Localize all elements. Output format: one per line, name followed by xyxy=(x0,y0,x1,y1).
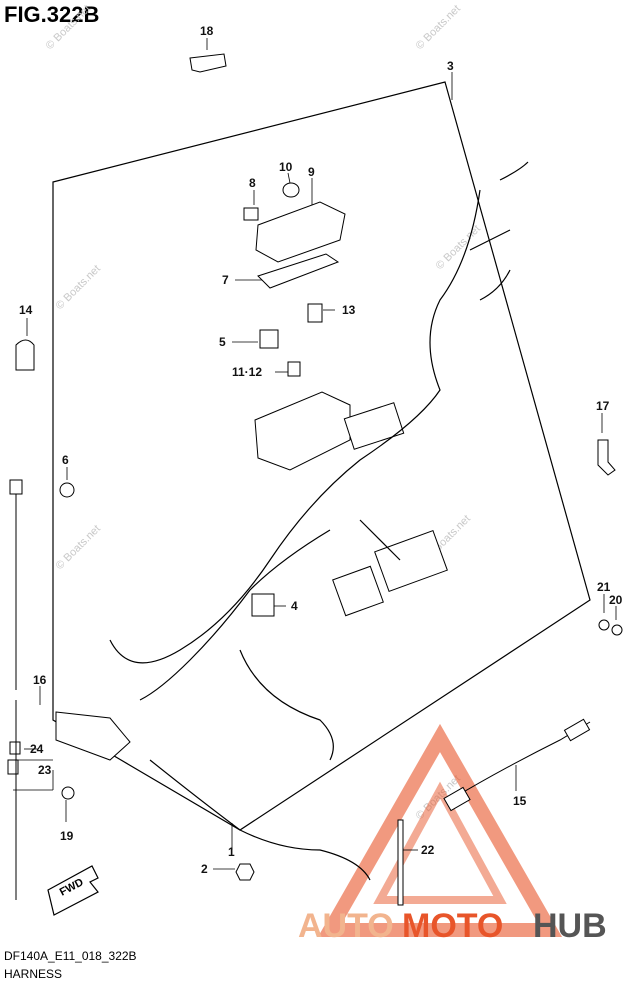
relay-4 xyxy=(251,593,275,617)
washer-21 xyxy=(598,619,610,631)
diagram-code: DF140A_E11_018_322B xyxy=(4,949,137,963)
callout-24: 24 xyxy=(30,742,44,756)
brand-part1: AUTO xyxy=(298,907,394,945)
branch-left xyxy=(139,529,331,701)
ecu-connector-b xyxy=(332,565,384,617)
holder-16 xyxy=(55,711,131,761)
automotohub-logo xyxy=(317,723,563,937)
callout-2: 2 xyxy=(201,862,208,876)
leader-lines xyxy=(13,38,617,870)
parts xyxy=(7,53,623,906)
callout-8: 8 xyxy=(249,176,256,190)
extension-connector-15a xyxy=(443,786,471,812)
fuse-23 xyxy=(7,759,19,775)
watermark-1: © Boats.net xyxy=(44,3,93,52)
cap-14 xyxy=(15,339,35,371)
branch-low xyxy=(149,759,371,881)
callout-21: 21 xyxy=(597,580,611,594)
fuse-box-cover-9 xyxy=(255,201,346,263)
fuse-11-12 xyxy=(287,361,301,377)
callout-23: 23 xyxy=(38,763,52,777)
callout-19: 19 xyxy=(60,829,74,843)
callout-3: 3 xyxy=(447,59,454,73)
grommet-10 xyxy=(282,182,300,198)
automotohub-wordmark: AUTO MOTO HUB xyxy=(298,907,607,945)
nut-20 xyxy=(611,624,623,636)
watermark-5: © Boats.net xyxy=(54,523,103,572)
brand-part2: MOTO xyxy=(402,907,503,945)
bracket-17 xyxy=(597,439,616,476)
callout-11-12: 11·12 xyxy=(232,365,262,379)
callout-5: 5 xyxy=(219,335,226,349)
callout-10: 10 xyxy=(279,160,293,174)
branch-front xyxy=(239,649,334,761)
connector-block-right xyxy=(343,402,405,450)
diagram-name: HARNESS xyxy=(4,967,63,981)
callouts: 18 3 10 9 8 7 13 14 5 11·12 6 17 4 21 20… xyxy=(19,24,623,876)
callout-1: 1 xyxy=(228,845,235,859)
callout-18: 18 xyxy=(200,24,214,38)
fuse-13 xyxy=(307,303,323,323)
watermarks: © Boats.net © Boats.net © Boats.net © Bo… xyxy=(44,3,483,822)
callout-20: 20 xyxy=(609,593,623,607)
brand-part3: HUB xyxy=(533,907,607,945)
clip-8 xyxy=(243,207,259,221)
callout-7: 7 xyxy=(222,273,229,287)
fwd-arrow: FWD xyxy=(47,865,99,916)
sensor-6 xyxy=(59,482,75,498)
screw-19 xyxy=(61,786,75,800)
nut-2 xyxy=(235,863,255,881)
watermark-2: © Boats.net xyxy=(414,3,463,52)
branch-ecu xyxy=(359,519,401,561)
ecu-connector-a xyxy=(374,530,448,592)
watermark-3: © Boats.net xyxy=(54,263,103,312)
callout-6: 6 xyxy=(62,453,69,467)
callout-16: 16 xyxy=(33,673,47,687)
battery-terminal-top xyxy=(9,479,23,495)
callout-17: 17 xyxy=(596,399,610,413)
cable-tie-22 xyxy=(397,819,404,906)
relay-5 xyxy=(259,329,279,349)
junction-block xyxy=(254,391,351,471)
branch-upper xyxy=(469,161,529,301)
main-trunk xyxy=(109,189,481,664)
callout-4: 4 xyxy=(291,599,298,613)
callout-22: 22 xyxy=(421,843,435,857)
clip-18 xyxy=(189,53,227,73)
harness-wires xyxy=(109,161,529,881)
callout-15: 15 xyxy=(513,794,527,808)
fuse-box-base-7 xyxy=(257,253,340,289)
fuse-24 xyxy=(9,741,21,755)
callout-13: 13 xyxy=(342,303,356,317)
callout-14: 14 xyxy=(19,303,33,317)
harness-assembly-outline xyxy=(52,81,591,831)
figure-title: FIG.322B xyxy=(4,2,100,27)
extension-connector-15b xyxy=(563,718,591,742)
callout-9: 9 xyxy=(308,165,315,179)
